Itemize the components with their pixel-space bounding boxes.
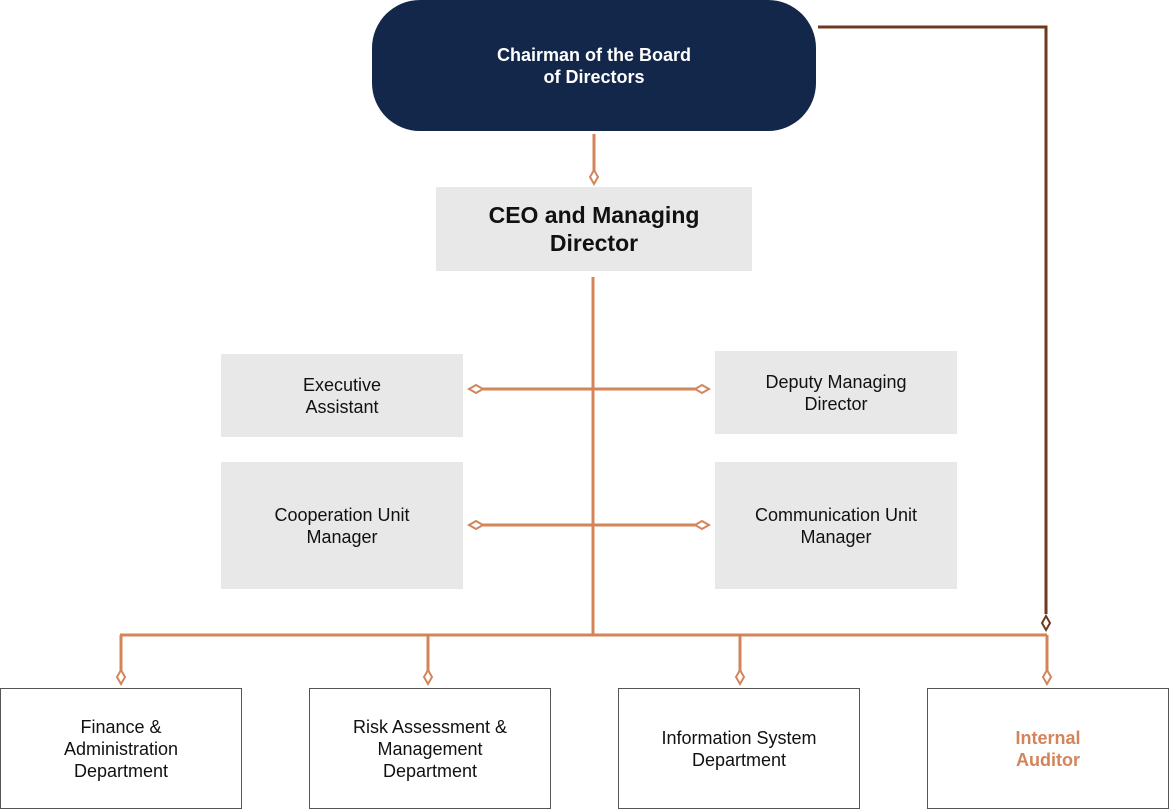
internal-auditor-label: Internal Auditor: [1015, 727, 1081, 770]
ceo-label: CEO and Managing Director: [488, 202, 700, 256]
executive-assistant-label: Executive Assistant: [302, 374, 382, 417]
cooperation-unit-manager-box: Cooperation Unit Manager: [221, 462, 463, 589]
information-system-department-label: Information System Department: [661, 727, 817, 770]
executive-assistant-box: Executive Assistant: [221, 354, 463, 437]
chairman-box: Chairman of the Board of Directors: [372, 0, 816, 131]
deputy-managing-director-label: Deputy Managing Director: [765, 371, 907, 414]
finance-department-box: Finance & Administration Department: [0, 688, 242, 809]
risk-assessment-department-box: Risk Assessment & Management Department: [309, 688, 551, 809]
ceo-box: CEO and Managing Director: [436, 187, 752, 271]
information-system-department-box: Information System Department: [618, 688, 860, 809]
cooperation-unit-manager-label: Cooperation Unit Manager: [274, 504, 410, 547]
communication-unit-manager-box: Communication Unit Manager: [715, 462, 957, 589]
chairman-label: Chairman of the Board of Directors: [496, 44, 692, 87]
finance-department-label: Finance & Administration Department: [63, 716, 179, 781]
deputy-managing-director-box: Deputy Managing Director: [715, 351, 957, 434]
internal-auditor-box: Internal Auditor: [927, 688, 1169, 809]
communication-unit-manager-label: Communication Unit Manager: [754, 504, 918, 547]
risk-assessment-department-label: Risk Assessment & Management Department: [352, 716, 508, 781]
